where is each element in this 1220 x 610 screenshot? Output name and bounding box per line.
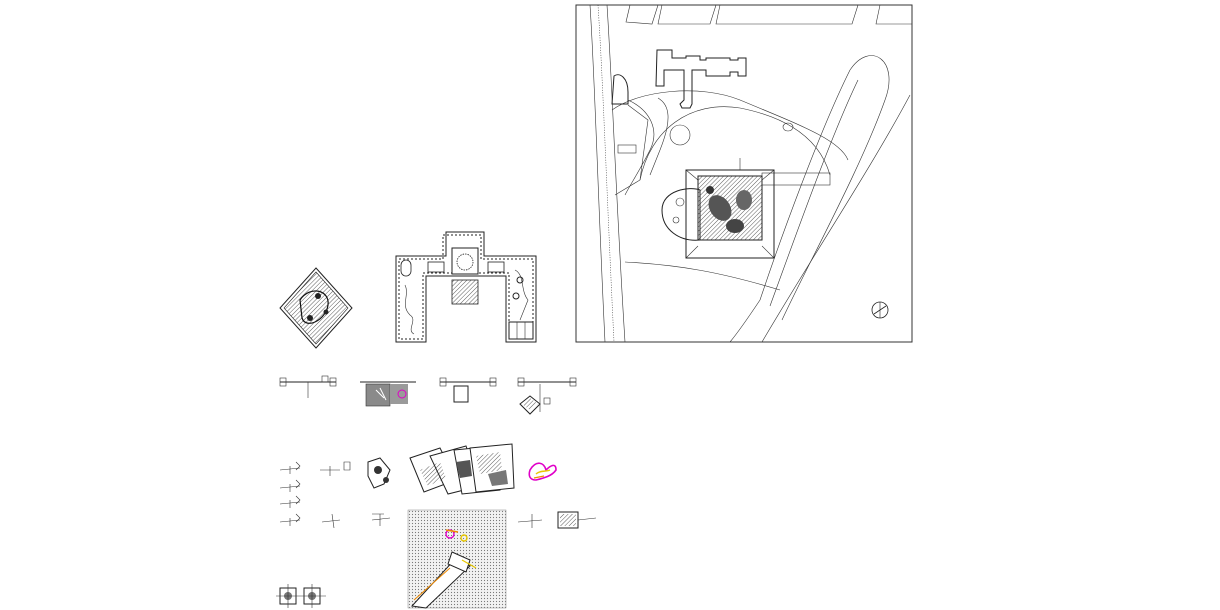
site-plan [575,4,913,343]
diamond-floor-plan [279,267,353,349]
main-building [661,158,831,259]
dotted-site-detail [407,509,507,609]
section-3 [439,377,497,403]
site-diagonal-path [761,94,911,343]
detail-symbols [276,443,597,609]
section-row [279,375,577,415]
u-shaped-floor-plan [395,231,537,343]
stacked-plans [409,443,515,495]
colored-sketch [528,462,557,481]
detail-cluster-1 [367,457,391,489]
column-details [276,584,326,608]
section-1 [279,375,337,398]
section-4 [517,377,577,415]
north-arrow-icon [871,301,889,319]
section-2 [360,381,416,407]
site-walkways [611,90,849,196]
annex-building [611,49,747,109]
detail-cluster-2 [557,511,597,529]
site-plan-frame [575,4,913,343]
site-parking-curbs [625,4,912,25]
site-track [759,55,890,321]
site-road [589,4,626,343]
